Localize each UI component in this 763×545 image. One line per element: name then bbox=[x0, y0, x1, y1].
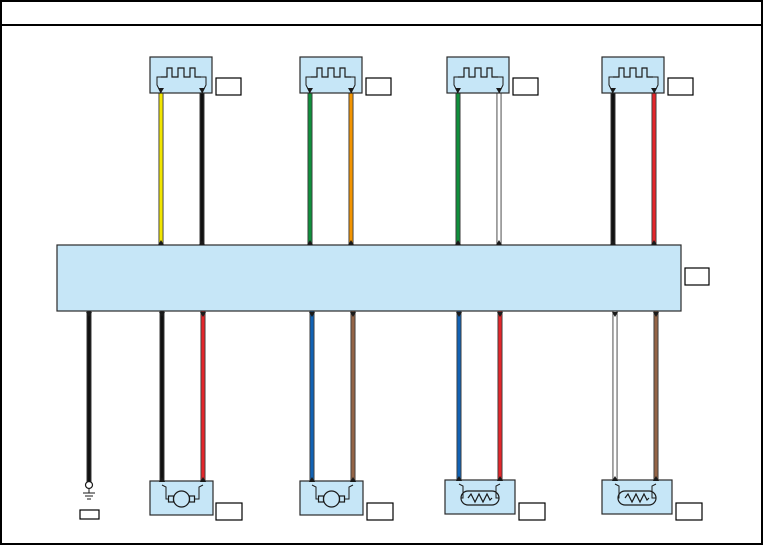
pin-arrow-icon bbox=[348, 88, 354, 93]
ecu-pin-arrow-icon bbox=[455, 240, 461, 245]
ecu-pin-arrow-icon bbox=[309, 312, 315, 317]
component-lead-right bbox=[344, 484, 354, 500]
pin-arrow-icon bbox=[309, 477, 315, 482]
component-lead-right bbox=[651, 483, 657, 499]
sensor-connector-s3 bbox=[446, 56, 510, 94]
heater-element-icon bbox=[161, 67, 201, 78]
connector-label-box bbox=[215, 502, 243, 521]
ground-label-box bbox=[79, 509, 100, 520]
ecu-pin-arrow-icon bbox=[610, 240, 616, 245]
ecu-pin-arrow-icon bbox=[200, 312, 206, 317]
component-lead-left bbox=[161, 484, 169, 500]
sensor-connector-s4 bbox=[601, 56, 665, 94]
pin-arrow-icon bbox=[199, 88, 205, 93]
resistor-zigzag-icon bbox=[624, 492, 650, 504]
ecu-pin-arrow-icon bbox=[653, 312, 659, 317]
connector-label-box bbox=[667, 77, 694, 96]
pin-arrow-icon bbox=[651, 88, 657, 93]
heater-element-icon bbox=[458, 67, 498, 78]
ground-terminal-icon bbox=[84, 480, 94, 490]
ecu-pin-arrow-icon bbox=[307, 240, 313, 245]
ecu-pin-arrow-icon bbox=[199, 240, 205, 245]
control-module bbox=[56, 244, 682, 312]
component-connector-m1 bbox=[149, 480, 214, 516]
heater-element-icon bbox=[613, 67, 653, 78]
pin-arrow-icon bbox=[610, 88, 616, 93]
component-lead-left bbox=[458, 483, 464, 499]
wires-layer bbox=[86, 93, 659, 482]
pin-arrow-icon bbox=[350, 477, 356, 482]
component-lead-right bbox=[194, 484, 204, 500]
sensor-connector-s2 bbox=[299, 56, 363, 94]
connector-label-box bbox=[215, 77, 242, 96]
pin-arrow-icon bbox=[496, 88, 502, 93]
component-lead-right bbox=[495, 483, 501, 499]
connector-label-box bbox=[675, 502, 703, 521]
ecu-pin-arrow-icon bbox=[158, 240, 164, 245]
ecu-pin-arrow-icon bbox=[612, 312, 618, 317]
ecu-pin-arrow-icon bbox=[86, 312, 92, 317]
component-connector-m2 bbox=[299, 480, 364, 516]
connector-label-box bbox=[365, 77, 392, 96]
pin-arrow-icon bbox=[497, 476, 503, 481]
connector-label-box bbox=[366, 502, 394, 521]
resistor-zigzag-icon bbox=[467, 492, 493, 504]
ecu-pin-arrow-icon bbox=[496, 240, 502, 245]
sensor-connector-s1 bbox=[149, 56, 213, 94]
ecu-pin-arrow-icon bbox=[497, 312, 503, 317]
pin-arrow-icon bbox=[455, 88, 461, 93]
connector-label-box bbox=[518, 502, 546, 521]
component-lead-left bbox=[614, 483, 620, 499]
pin-arrow-icon bbox=[653, 476, 659, 481]
ecu-pin-arrow-icon bbox=[159, 312, 165, 317]
pin-arrow-icon bbox=[456, 476, 462, 481]
pin-arrow-icon bbox=[307, 88, 313, 93]
ecu-pin-arrow-icon bbox=[456, 312, 462, 317]
connector-label-box bbox=[512, 77, 539, 96]
pin-arrow-icon bbox=[159, 477, 165, 482]
ecu-pin-arrow-icon bbox=[350, 312, 356, 317]
components-layer bbox=[56, 56, 710, 521]
component-lead-left bbox=[311, 484, 319, 500]
pin-arrow-icon bbox=[200, 477, 206, 482]
pin-arrow-icon bbox=[612, 476, 618, 481]
heater-element-icon bbox=[311, 67, 351, 78]
ecu-pin-arrow-icon bbox=[651, 240, 657, 245]
control-module-label-box bbox=[684, 267, 710, 286]
pin-arrow-icon bbox=[158, 88, 164, 93]
ecu-pin-arrow-icon bbox=[348, 240, 354, 245]
